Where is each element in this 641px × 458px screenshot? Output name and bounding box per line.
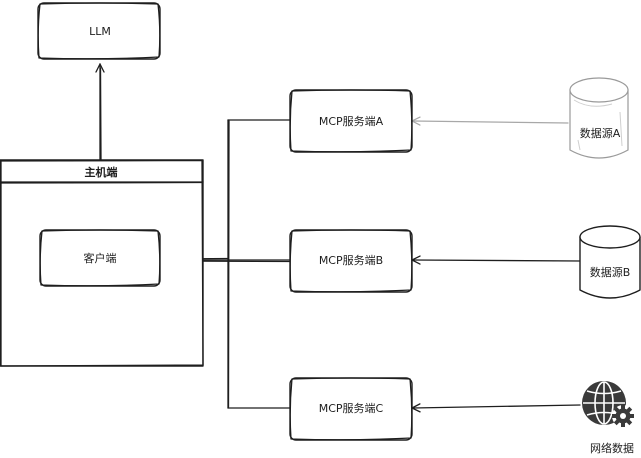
client-label: 客户端 bbox=[84, 251, 117, 265]
datasource-a-to-server-a-arrow bbox=[413, 121, 569, 123]
datasource-b-to-server-b-arrow bbox=[413, 260, 581, 261]
mcp-server-b-label: MCP服务端B bbox=[319, 254, 383, 267]
mcp-server-c-node[interactable]: MCP服务端C bbox=[289, 377, 413, 441]
web-data-node[interactable]: 网络数据 bbox=[582, 381, 634, 455]
datasource-b-label: 数据源B bbox=[590, 265, 631, 279]
client-node[interactable]: 客户端 bbox=[39, 229, 161, 287]
globe-gear-icon bbox=[582, 381, 634, 427]
host-to-llm-arrow-sketch bbox=[99, 67, 102, 161]
database-cylinder-icon bbox=[579, 225, 641, 299]
datasource-a-node[interactable]: 数据源A bbox=[569, 77, 629, 159]
mcp-server-a-label: MCP服务端A bbox=[319, 115, 384, 128]
mcp-server-a-node[interactable]: MCP服务端A bbox=[289, 89, 413, 153]
host-title: 主机端 bbox=[85, 165, 118, 179]
web-data-label: 网络数据 bbox=[590, 441, 634, 455]
database-cylinder-icon bbox=[569, 77, 629, 159]
mcp-server-c-label: MCP服务端C bbox=[319, 402, 384, 415]
server-bus-line-sketch bbox=[227, 120, 230, 408]
web-data-to-server-c-arrow bbox=[413, 405, 581, 408]
datasource-b-node[interactable]: 数据源B bbox=[579, 225, 641, 299]
llm-label: LLM bbox=[89, 25, 111, 38]
mcp-server-b-node[interactable]: MCP服务端B bbox=[289, 229, 413, 293]
datasource-a-label: 数据源A bbox=[580, 126, 621, 140]
llm-node[interactable]: LLM bbox=[37, 2, 161, 60]
